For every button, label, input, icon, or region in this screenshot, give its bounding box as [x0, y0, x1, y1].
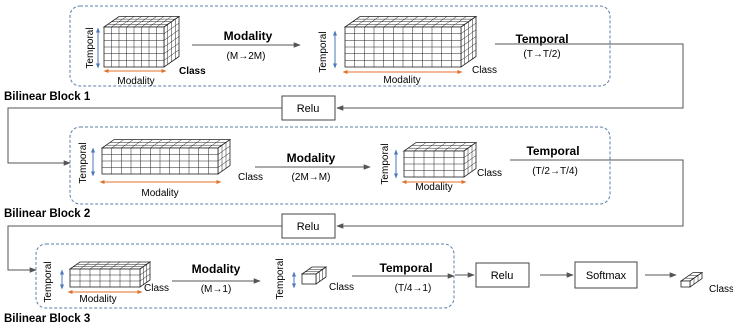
- b2-temporal-formula: (T/2→T/4): [532, 166, 578, 177]
- arrow-b1-to-relu: [336, 43, 684, 111]
- b2-modality-title: Modality: [287, 151, 336, 165]
- modality-axis-label: Modality: [383, 75, 420, 86]
- bilinear-block-1-label: Bilinear Block 1: [4, 91, 91, 103]
- relu-label-1: Relu: [297, 103, 320, 115]
- temporal-axis-label: Temporal: [78, 142, 89, 183]
- bilinear-block-2-label: Bilinear Block 2: [4, 208, 90, 220]
- modality-axis-label: Modality: [117, 76, 154, 87]
- bilinear-block-1-frame: [69, 5, 611, 87]
- arrow-relu1-to-b2: [7, 107, 282, 166]
- class-axis-label: Class: [238, 172, 263, 183]
- b1-temporal-formula: (T→T/2): [523, 49, 560, 60]
- relu-label-2: Relu: [297, 221, 320, 233]
- tensor-b3-a: [68, 261, 152, 288]
- arrow-relu2-to-b3: [7, 225, 282, 273]
- temporal-axis-label: Temporal: [43, 261, 54, 302]
- class-axis-label: Class: [472, 65, 497, 76]
- class-axis-label: Class: [329, 282, 354, 293]
- class-axis-label: Class: [709, 284, 733, 295]
- b1-temporal-title: Temporal: [515, 32, 568, 46]
- class-axis-label: Class: [477, 168, 502, 179]
- relu-box-2: [281, 213, 336, 239]
- tensor-b1-a: [102, 15, 181, 68]
- modality-axis-label: Modality: [141, 188, 178, 199]
- temporal-axis-label: Temporal: [85, 27, 96, 68]
- temporal-axis-label: Temporal: [275, 258, 286, 299]
- tensor-output: [679, 271, 704, 288]
- b2-temporal-title: Temporal: [526, 144, 579, 158]
- b3-temporal-title: Temporal: [379, 261, 432, 275]
- b1-modality-formula: (M→2M): [227, 51, 266, 62]
- b2-modality-formula: (2M→M): [292, 172, 331, 183]
- temporal-axis-label: Temporal: [380, 143, 391, 184]
- tensor-b2-b: [402, 141, 478, 178]
- relu-box-3: [475, 262, 530, 288]
- modality-axis-label: Modality: [415, 182, 452, 193]
- softmax-box: [574, 261, 638, 289]
- tensor-b2-a: [100, 138, 232, 175]
- relu-label-3: Relu: [491, 270, 514, 282]
- temporal-axis-label: Temporal: [318, 31, 329, 72]
- tensor-b3-b: [300, 266, 328, 285]
- modality-axis-label: Modality: [79, 294, 116, 305]
- b3-modality-formula: (M→1): [201, 284, 232, 295]
- b3-modality-title: Modality: [192, 262, 241, 276]
- arrow-b2-to-relu: [336, 159, 684, 229]
- bilinear-block-2-frame: [69, 126, 611, 205]
- class-axis-label: Class: [179, 66, 206, 77]
- b1-modality-title: Modality: [224, 29, 273, 43]
- bilinear-block-3-label: Bilinear Block 3: [4, 313, 90, 324]
- softmax-label: Softmax: [586, 270, 627, 282]
- b3-temporal-formula: (T/4→1): [395, 283, 432, 294]
- class-axis-label: Class: [144, 283, 169, 294]
- relu-box-1: [281, 95, 336, 121]
- tensor-b1-b: [343, 15, 478, 68]
